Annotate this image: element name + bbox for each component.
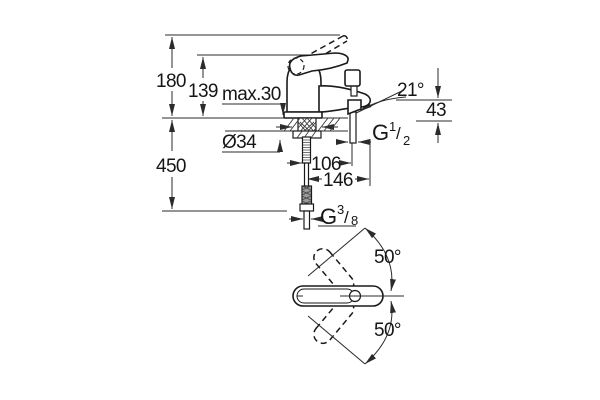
supply-pipe-end	[303, 210, 311, 230]
dimension-labels: 180 139 max.30 450 Ø34 106 146 21° 43 50…	[156, 71, 447, 341]
dim-outlet-to-deck: 43	[426, 100, 446, 121]
hose-nut	[299, 203, 315, 212]
dim-spout-angle: 21°	[397, 80, 424, 101]
dim-height-to-lever: 139	[188, 81, 218, 102]
outlet-nipple	[347, 99, 362, 116]
supply-thread-prefix: G	[320, 204, 337, 229]
outlet-thread-numerator: 1	[389, 119, 396, 134]
dim-depth-below-deck: 450	[156, 156, 186, 177]
outlet-thread-label: G 1 / 2	[372, 119, 410, 148]
dim-deck-thickness-max: max.30	[222, 84, 281, 105]
dim-outlet-offset: 106	[311, 154, 341, 175]
dim-swivel-down: 50°	[374, 320, 401, 341]
dim-mounting-hole-dia: Ø34	[222, 132, 257, 153]
dimension-lines	[169, 37, 441, 227]
dim-spout-reach: 146	[323, 170, 353, 191]
base-plate	[283, 111, 323, 119]
outlet-thread-prefix: G	[372, 120, 389, 145]
flexible-hose	[301, 185, 313, 206]
outlet-thread-slash: /	[396, 124, 401, 143]
dim-swivel-up: 50°	[374, 247, 401, 268]
faucet-side-view	[283, 35, 372, 230]
lever-swivel-up-dashed	[313, 247, 355, 294]
outlet-thread-denominator: 2	[403, 133, 410, 148]
lever-raised-dashed	[293, 35, 348, 70]
supply-thread-denominator: 8	[351, 213, 358, 228]
dim-height-overall: 180	[156, 71, 186, 92]
lever-pivot	[287, 57, 305, 75]
supply-thread-numerator: 3	[337, 202, 344, 217]
mounting-shank	[283, 117, 341, 164]
supply-thread-slash: /	[344, 208, 349, 227]
supply-thread-label: G 3 / 8	[320, 202, 358, 229]
reference-lines	[162, 34, 452, 212]
lever-swivel-down-dashed	[313, 298, 355, 345]
supply-hose	[299, 162, 315, 230]
diverter-knob	[344, 69, 361, 87]
spout	[318, 85, 372, 113]
faucet-top-view	[292, 227, 404, 365]
hand-shower-outlet-pipe	[349, 111, 357, 144]
